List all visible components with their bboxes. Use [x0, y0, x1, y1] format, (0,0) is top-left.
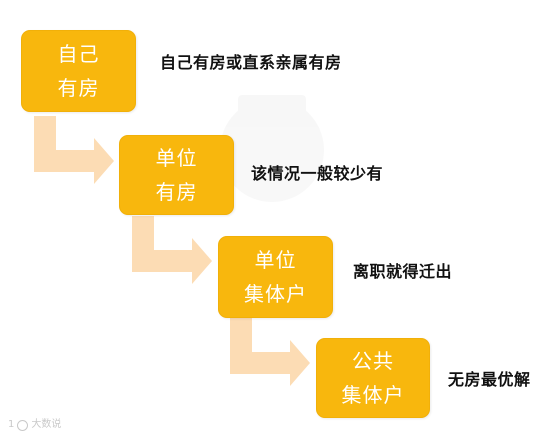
step-4-line1: 公共 — [352, 349, 394, 373]
step-1-line1: 自己 — [57, 42, 100, 66]
connector-arrow-1 — [34, 116, 114, 184]
step-2-line2: 有房 — [155, 180, 198, 204]
background-emblem-icon — [220, 95, 324, 202]
step-4-line2: 集体户 — [341, 383, 405, 407]
watermark-logo-icon — [17, 419, 29, 431]
connector-arrow-2 — [132, 216, 212, 284]
connector-arrow-3 — [230, 318, 310, 386]
step-box-1: 自己 有房 — [21, 30, 136, 112]
step-1-line2: 有房 — [57, 76, 100, 100]
step-box-4: 公共 集体户 — [316, 338, 430, 418]
step-1-note: 自己有房或直系亲属有房 — [160, 53, 342, 72]
step-box-2: 单位 有房 — [119, 135, 234, 215]
watermark: 1 大数说 — [8, 418, 61, 432]
step-3-note: 离职就得迁出 — [353, 262, 453, 281]
watermark-prefix: 1 — [8, 419, 15, 430]
step-2-line1: 单位 — [155, 146, 198, 170]
step-3-line2: 集体户 — [244, 282, 307, 306]
step-3-line1: 单位 — [254, 248, 297, 272]
step-box-3: 单位 集体户 — [218, 236, 333, 318]
step-2-note: 该情况一般较少有 — [251, 164, 384, 183]
step-4-note: 无房最优解 — [448, 370, 531, 389]
watermark-text: 大数说 — [31, 419, 62, 430]
